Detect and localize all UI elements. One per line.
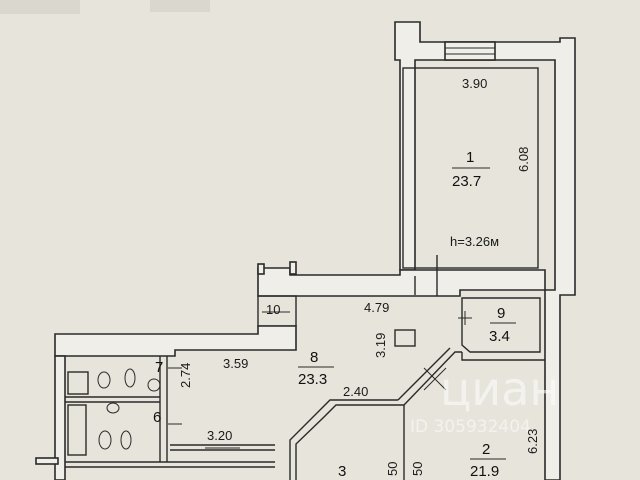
dim-2-74: 2.74 <box>178 363 193 388</box>
toilet-icon-4 <box>120 430 132 450</box>
dim-2-40: 2.40 <box>343 384 368 399</box>
dim-3-90: 3.90 <box>462 76 487 91</box>
background-text <box>0 0 210 14</box>
dim-3-59: 3.59 <box>223 356 248 371</box>
dim-3-19: 3.19 <box>373 333 388 358</box>
room-2-area: 21.9 <box>470 463 499 480</box>
dim-50-a: 50 <box>385 462 400 476</box>
toilet-icon-3 <box>98 430 112 450</box>
watermark-brand: циан <box>440 362 559 416</box>
dimension-ticks <box>168 311 472 449</box>
room-8-number: 8 <box>310 349 318 366</box>
room-8-area: 23.3 <box>298 371 327 388</box>
toilet-icon <box>97 371 111 389</box>
room-6-number: 6 <box>153 409 161 426</box>
dim-3-20: 3.20 <box>207 428 232 443</box>
room-10-number: 10 <box>266 302 280 317</box>
dim-6-23: 6.23 <box>525 429 540 454</box>
labels: 3.90 6.08 1 23.7 h=3.26м 4.79 10 9 3.4 3… <box>153 76 540 480</box>
room-9-area: 3.4 <box>489 328 510 345</box>
dim-4-79: 4.79 <box>364 300 389 315</box>
ceiling-height: h=3.26м <box>450 234 499 249</box>
room-2-number: 2 <box>482 441 490 458</box>
watermark-id: ID 305932404 <box>410 417 531 437</box>
sink-icon-2 <box>106 402 120 414</box>
watermark: циан ID 305932404 <box>410 362 559 437</box>
room-1-area: 23.7 <box>452 173 481 190</box>
room-1-number: 1 <box>466 149 474 166</box>
room-9-number: 9 <box>497 305 505 322</box>
bathtub-icon-2 <box>67 404 87 456</box>
dim-6-08: 6.08 <box>516 147 531 172</box>
room-3-number: 3 <box>338 463 346 480</box>
toilet-icon-2 <box>124 368 136 388</box>
sink-icon <box>147 378 161 392</box>
bathroom-fixtures <box>67 368 161 456</box>
dim-50-b: 50 <box>410 462 425 476</box>
walls <box>35 21 576 480</box>
room-7-number: 7 <box>155 359 163 376</box>
bathtub-icon <box>67 371 89 395</box>
